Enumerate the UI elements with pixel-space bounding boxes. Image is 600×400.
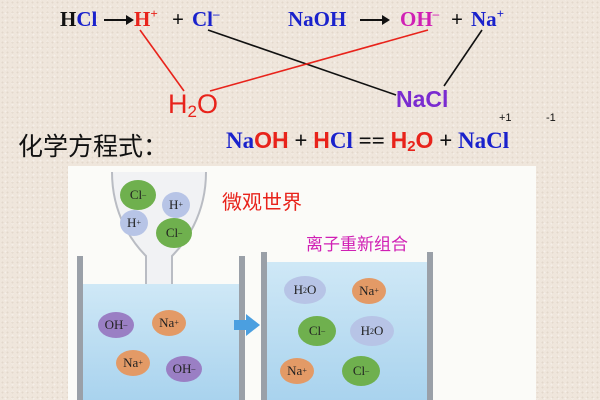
arrow-hcl-icon: [104, 15, 134, 25]
right-ion-cl-1: Cl–: [298, 316, 336, 346]
funnel-ion-cl-1: Cl–: [120, 180, 156, 210]
eq-hcl-cl: Cl: [329, 128, 353, 153]
eq-plus-2: +: [439, 128, 453, 153]
valence-na: +1: [499, 112, 512, 124]
eq-water-sub: 2: [407, 138, 416, 155]
formula-hcl: HCl: [60, 9, 97, 30]
ion-hplus: H+: [134, 6, 158, 31]
line-hplus-to-water: [139, 29, 185, 92]
left-beaker-water: [80, 284, 242, 400]
naplus-base: Na: [471, 7, 497, 31]
clminus-base: Cl: [192, 7, 213, 31]
product-water: H2O: [168, 89, 218, 122]
arrow-naoh-icon: [360, 15, 390, 25]
chemical-equation: NaOH + HCl == H2O + NaCl: [226, 127, 510, 155]
ion-ohminus: OH–: [400, 6, 440, 31]
equation-label: 化学方程式：: [18, 132, 169, 161]
ion-recombination-subtitle: 离子重新组合: [306, 235, 408, 255]
right-ion-cl-2: Cl–: [342, 356, 380, 386]
hplus-base: H: [134, 7, 151, 31]
funnel-ion-cl-2: Cl–: [156, 218, 192, 248]
ion-clminus: Cl–: [192, 6, 220, 31]
eq-naoh-oh: OH: [254, 127, 289, 153]
ion-naplus: Na+: [471, 6, 505, 31]
ohminus-base: OH: [400, 7, 433, 31]
right-ion-na-1: Na+: [352, 278, 386, 304]
eq-naoh-na: Na: [226, 128, 255, 153]
valence-cl: -1: [546, 112, 556, 124]
eq-equals: ==: [358, 128, 385, 153]
ohminus-charge: –: [432, 6, 440, 21]
eq-plus-1: +: [294, 128, 308, 153]
left-ion-na-2: Na+: [116, 350, 150, 376]
water-o: O: [196, 89, 218, 119]
arrow-right-icon: [234, 314, 260, 336]
eq-water-h: H: [390, 127, 408, 153]
microscopic-illustration: 微观世界 离子重新组合 Cl– H+ H+ Cl– OH– Na+ Na+ OH…: [68, 166, 536, 400]
line-clminus-to-nacl: [207, 29, 397, 96]
funnel-ion-h-1: H+: [162, 192, 190, 218]
eq-nacl: NaCl: [458, 128, 510, 153]
clminus-charge: –: [213, 6, 220, 21]
hplus-charge: +: [150, 6, 158, 21]
right-beaker-icon: [261, 252, 433, 400]
naplus-charge: +: [496, 6, 505, 21]
water-h: H: [168, 89, 188, 119]
plus-sign-1: +: [172, 7, 184, 31]
hcl-h: H: [60, 7, 77, 31]
funnel-ion-h-2: H+: [120, 210, 148, 236]
left-ion-na-1: Na+: [152, 310, 186, 336]
line-naplus-to-nacl: [443, 29, 483, 87]
water-sub: 2: [187, 102, 197, 121]
microscopic-world-title: 微观世界: [222, 190, 302, 214]
formula-naoh: NaOH: [288, 7, 347, 31]
hcl-cl: Cl: [76, 7, 98, 31]
product-nacl: NaCl: [396, 86, 449, 112]
eq-hcl-h: H: [313, 127, 330, 153]
left-ion-oh-2: OH–: [166, 356, 202, 382]
eq-water-o: O: [415, 127, 434, 153]
left-ion-oh-1: OH–: [98, 312, 134, 338]
plus-sign-2: +: [451, 7, 463, 31]
right-ion-na-2: Na+: [280, 358, 314, 384]
line-ohminus-to-water: [209, 29, 429, 92]
